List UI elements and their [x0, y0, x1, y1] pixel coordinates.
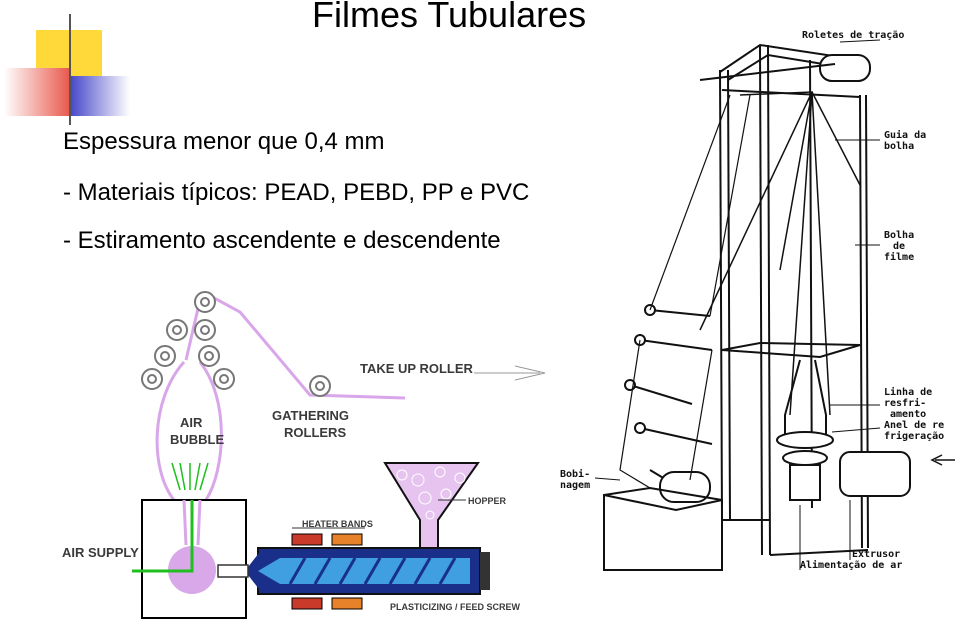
label-linha-2: resfri- [884, 397, 926, 409]
cooling-ring [776, 431, 911, 501]
label-feed-screw: PLASTICIZING / FEED SCREW [390, 602, 521, 612]
label-anel-2: frigeração [884, 430, 944, 442]
label-linha-1: Linha de [884, 386, 932, 398]
label-gathering-1: GATHERING [272, 408, 349, 423]
label-bolha-1: Bolha [884, 230, 914, 241]
heater-bands [291, 533, 363, 610]
label-alimentacao: Alimentação de ar [800, 559, 902, 571]
label-air-bubble-1: AIR [180, 415, 203, 430]
label-extrusor: Extrusor [852, 549, 900, 560]
label-linha-3: amento [890, 409, 926, 420]
label-air-bubble-2: BUBBLE [170, 432, 224, 447]
bullet-thickness: Espessura menor que 0,4 mm [63, 128, 385, 155]
nip-rollers [141, 291, 331, 397]
label-take-up-roller: TAKE UP ROLLER [360, 361, 474, 376]
bullet-materials: - Materiais típicos: PEAD, PEBD, PP e PV… [63, 179, 530, 206]
air-supply-line [132, 500, 194, 573]
die-stand [141, 499, 247, 619]
deco-blue-square [70, 76, 130, 116]
deco-red-square [4, 68, 70, 116]
feed-screw [258, 557, 470, 585]
label-bolha-2: de [893, 241, 905, 252]
base-box [603, 486, 723, 571]
label-guia-1: Guia da [884, 129, 926, 141]
label-heater-bands: HEATER BANDS [302, 519, 373, 529]
label-bobinagem-2: nagem [560, 480, 590, 491]
winding-rollers [624, 304, 713, 503]
label-guia-2: bolha [884, 141, 914, 152]
top-roller [699, 54, 871, 82]
bubble-streaks [171, 462, 209, 491]
label-air-supply: AIR SUPPLY [62, 545, 139, 560]
label-roletes: Roletes de tração [802, 30, 904, 41]
label-anel-1: Anel de re [884, 420, 944, 431]
slide-title: Filmes Tubulares [312, 0, 587, 35]
bullet-stretching: - Estiramento ascendente e descendente [63, 227, 501, 254]
label-bobinagem-1: Bobi- [560, 468, 590, 480]
label-gathering-2: ROLLERS [284, 425, 346, 440]
label-bolha-3: filme [884, 251, 914, 263]
label-hopper: HOPPER [468, 496, 507, 506]
